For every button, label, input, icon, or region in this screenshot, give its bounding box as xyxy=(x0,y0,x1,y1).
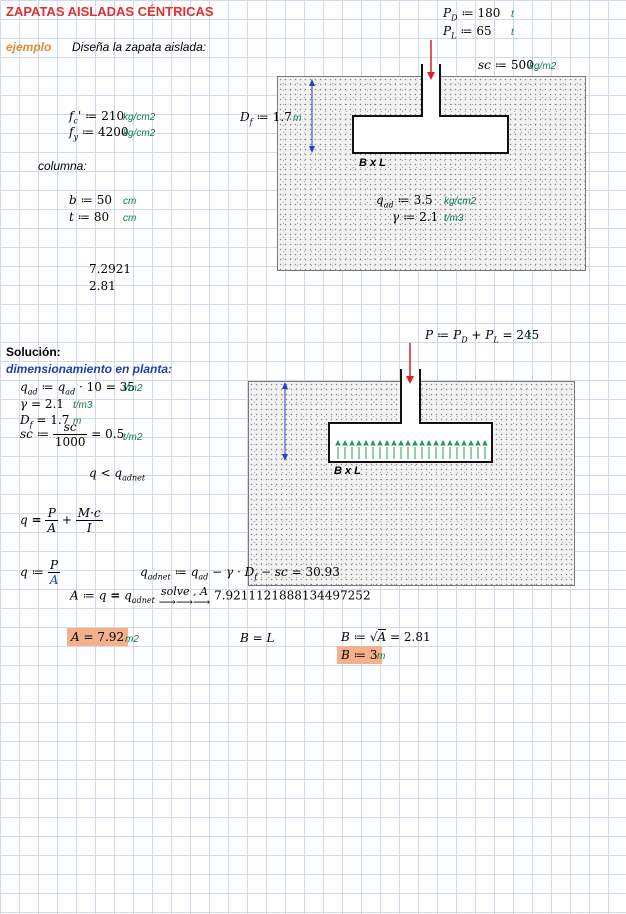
b-unit: cm xyxy=(123,196,137,207)
qad-conv-factor: 10 xyxy=(86,380,102,394)
soil-pressure-arrowhead xyxy=(461,439,467,446)
soil-pressure-arrowhead xyxy=(475,439,481,446)
solve-result: 7.9211121888134497252 xyxy=(214,588,371,603)
sc-definition[interactable]: sc ≔ 500 xyxy=(478,58,534,72)
df-eq[interactable]: Df = 1.7 xyxy=(20,413,70,430)
soil-pressure-arrowhead xyxy=(454,439,460,446)
t-definition[interactable]: t ≔ 80 xyxy=(69,210,110,224)
sc-conv-result: 0.5 xyxy=(105,427,125,441)
soil-pressure-arrowhead xyxy=(377,439,383,446)
a-result-box[interactable]: A = 7.92 xyxy=(67,628,129,646)
a-solve[interactable]: A ≔ q = qadnet solve , A ⟶⟶⟶ 7.921112188… xyxy=(70,585,371,609)
a-result-unit: m2 xyxy=(125,634,139,645)
soil-pressure-arrowhead xyxy=(342,439,348,446)
pl-definition[interactable]: PL ≔ 65 xyxy=(443,24,492,41)
b-definition[interactable]: b ≔ 50 xyxy=(69,193,112,207)
fc-value: 210 xyxy=(101,109,125,123)
b-sqrt-definition[interactable]: B ≔ √A = 2.81 xyxy=(341,629,431,644)
soil-pressure-arrowhead xyxy=(391,439,397,446)
gamma-definition[interactable]: γ ≔ 2.1 xyxy=(392,210,439,224)
bxl-label-2: B x L xyxy=(334,465,361,477)
qadnet-result: 30.93 xyxy=(305,565,340,579)
pl-value: 65 xyxy=(476,24,492,38)
df-eq-unit: m xyxy=(73,416,82,427)
soil-pressure-arrowhead xyxy=(440,439,446,446)
fc-definition[interactable]: fc' ≔ 210 xyxy=(69,109,125,126)
soil-pressure-arrowhead xyxy=(349,439,355,446)
sc-conv-unit: t/m2 xyxy=(123,432,143,443)
fy-value: 4200 xyxy=(98,125,129,139)
soil-pressure-arrowhead xyxy=(405,439,411,446)
solve-keyword: solve , A xyxy=(160,585,208,598)
soil-pressure-arrowhead xyxy=(447,439,453,446)
qad-conv-unit: t/m2 xyxy=(123,383,143,394)
soil-pressure-arrowhead xyxy=(419,439,425,446)
a-result-value: 7.92 xyxy=(97,630,125,644)
result-1[interactable]: 7.2921 xyxy=(89,262,131,276)
gamma-unit: t/m3 xyxy=(444,213,464,224)
t-value: 80 xyxy=(93,210,110,224)
soil-pressure-arrowhead xyxy=(412,439,418,446)
gamma-value: 2.1 xyxy=(419,210,439,224)
q-less-qadnet[interactable]: q < qadnet xyxy=(89,466,146,483)
gamma-eq-value: 2.1 xyxy=(44,397,64,411)
soil-pressure-arrowhead xyxy=(468,439,474,446)
soil-pressure-arrowhead xyxy=(433,439,439,446)
b-sqrt-result: 2.81 xyxy=(403,630,431,644)
df-unit: m xyxy=(293,113,302,124)
df-eq-value: 1.7 xyxy=(50,413,70,427)
qad-definition[interactable]: qad ≔ 3.5 xyxy=(376,193,433,210)
solucion-label: Solución: xyxy=(6,345,61,359)
t-unit: cm xyxy=(123,213,137,224)
pd-unit: t xyxy=(511,9,514,20)
df-value: 1.7 xyxy=(272,110,292,124)
columna-label: columna: xyxy=(38,159,87,173)
pd-definition[interactable]: PD ≔ 180 xyxy=(443,6,501,23)
pd-value: 180 xyxy=(477,6,501,20)
soil-diagram-2 xyxy=(248,381,575,586)
sc-divisor: 1000 xyxy=(54,435,86,449)
gamma-eq[interactable]: γ = 2.1 xyxy=(20,397,64,411)
df-definition[interactable]: Df ≔ 1.7 xyxy=(240,110,292,127)
soil-pressure-arrowhead xyxy=(482,439,488,446)
gamma-eq-unit: t/m3 xyxy=(73,400,93,411)
soil-pressure-arrowhead xyxy=(356,439,362,446)
page-title: ZAPATAS AISLADAS CÉNTRICAS xyxy=(6,4,214,19)
qad-conversion[interactable]: qad ≔ qad · 10 = 35 xyxy=(20,380,135,397)
b-final-unit: m xyxy=(377,651,386,662)
soil-pressure-arrowhead xyxy=(384,439,390,446)
dimensionamiento-heading: dimensionamiento en planta: xyxy=(6,362,173,376)
b-equals-l[interactable]: B = L xyxy=(240,631,275,645)
soil-pressure-arrowhead xyxy=(398,439,404,446)
qad-value: 3.5 xyxy=(413,193,433,207)
fy-definition[interactable]: fy ≔ 4200 xyxy=(69,125,129,142)
qadnet-definition[interactable]: qadnet ≔ qad − γ · Df − sc = 30.93 xyxy=(140,565,340,582)
result-2[interactable]: 2.81 xyxy=(89,279,116,293)
sc-value: 500 xyxy=(510,58,534,72)
soil-pressure-arrowhead xyxy=(370,439,376,446)
b-final-box[interactable]: B ≔ 3 xyxy=(337,646,382,664)
soil-pressure-arrowhead xyxy=(363,439,369,446)
b-value: 50 xyxy=(96,193,112,207)
sc-unit: kg/m2 xyxy=(529,61,557,72)
qad-conv-result: 35 xyxy=(119,380,135,394)
ejemplo-text: Diseña la zapata aislada: xyxy=(72,40,207,54)
p-total-definition[interactable]: P ≔ PD + PL = 245 xyxy=(425,328,540,345)
fc-unit: kg/cm2 xyxy=(123,112,156,123)
p-total-unit: t xyxy=(528,331,531,342)
qad-unit: kg/cm2 xyxy=(444,196,477,207)
p-total-value: 245 xyxy=(516,328,540,342)
fy-unit: kg/cm2 xyxy=(123,128,156,139)
soil-pressure-arrowhead xyxy=(426,439,432,446)
ejemplo-label: ejemplo xyxy=(6,40,52,54)
soil-pressure-arrowhead xyxy=(335,439,341,446)
b-final-value: 3 xyxy=(369,648,378,662)
bxl-label-1: B x L xyxy=(359,157,386,169)
pl-unit: t xyxy=(511,27,514,38)
